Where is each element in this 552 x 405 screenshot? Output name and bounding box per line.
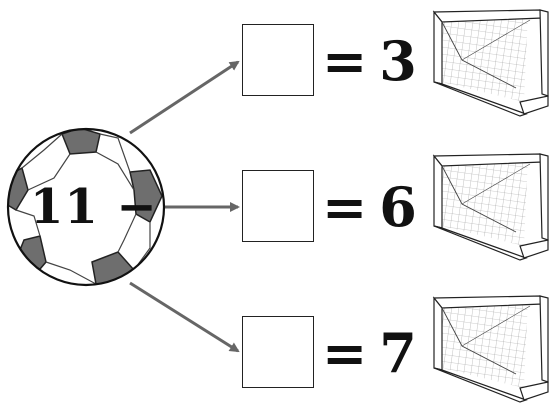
result-value: 6 bbox=[379, 175, 417, 239]
soccer-goal-icon bbox=[433, 9, 549, 117]
answer-box-1[interactable] bbox=[242, 24, 314, 96]
arrow-top bbox=[129, 60, 240, 135]
equation-row-1: =3 bbox=[322, 34, 417, 88]
equals-sign: = bbox=[322, 175, 368, 239]
arrow-bottom bbox=[129, 281, 240, 353]
soccer-goal-icon bbox=[433, 153, 549, 261]
equation-row-3: =7 bbox=[322, 326, 417, 380]
equals-sign: = bbox=[322, 29, 368, 93]
equation-row-2: =6 bbox=[322, 180, 417, 234]
answer-box-3[interactable] bbox=[242, 316, 314, 388]
result-value: 7 bbox=[379, 321, 417, 385]
result-value: 3 bbox=[379, 29, 417, 93]
soccer-goal-icon bbox=[433, 295, 549, 403]
expression-label: 11 − bbox=[30, 179, 158, 235]
answer-box-2[interactable] bbox=[242, 170, 314, 242]
equals-sign: = bbox=[322, 321, 368, 385]
